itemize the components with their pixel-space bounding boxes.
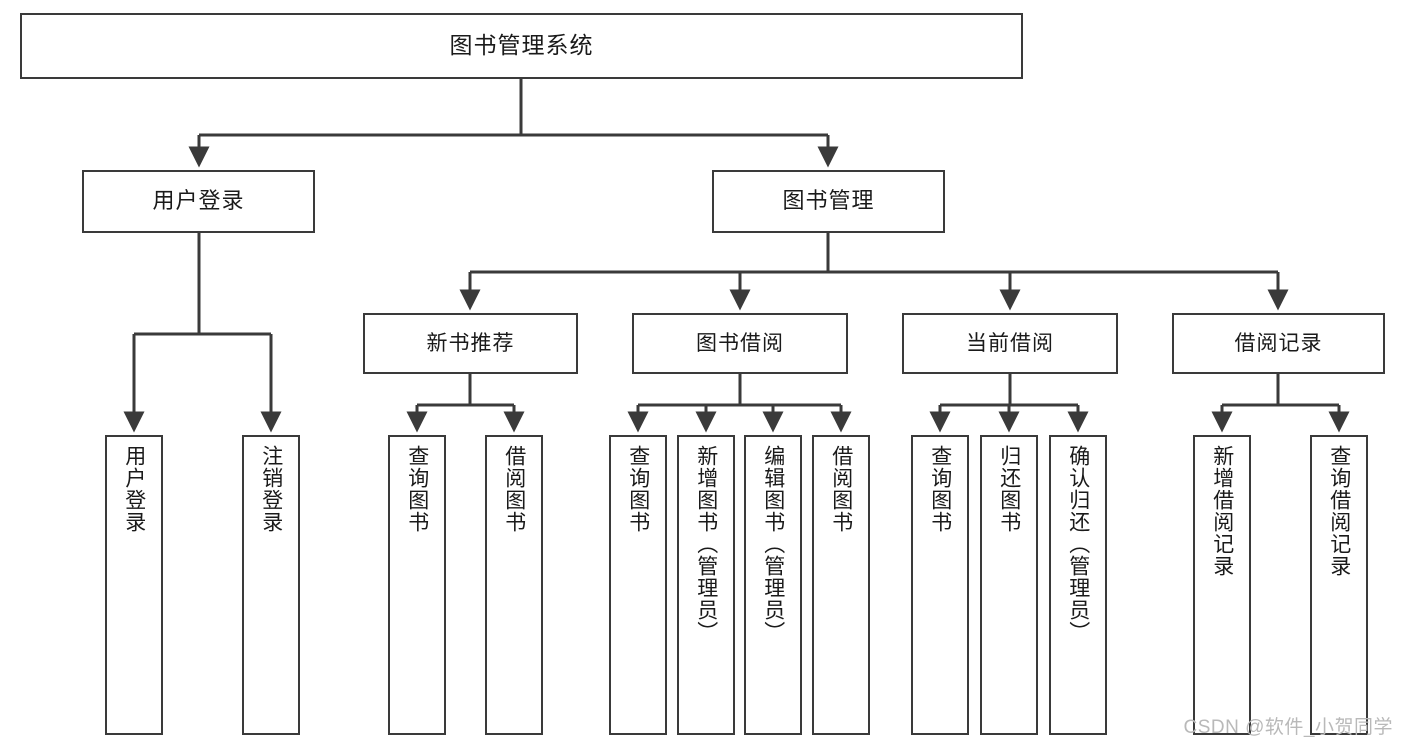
leaf-new-book-query[interactable]: 查询图书 <box>388 435 446 735</box>
node-root-system[interactable]: 图书管理系统 <box>20 13 1023 79</box>
node-root-label: 图书管理系统 <box>449 32 594 59</box>
node-borrow-record[interactable]: 借阅记录 <box>1172 313 1385 374</box>
leaf-book-borrow-add-label: 新增图书（管理员） <box>694 445 718 643</box>
leaf-book-borrow-edit-label: 编辑图书（管理员） <box>761 445 785 643</box>
node-book-borrow-label: 图书借阅 <box>696 331 784 355</box>
leaf-new-book-borrow-label: 借阅图书 <box>502 445 526 533</box>
leaf-borrow-record-add-label: 新增借阅记录 <box>1210 445 1234 577</box>
node-current-borrow-label: 当前借阅 <box>966 331 1054 355</box>
leaf-current-borrow-confirm-label: 确认归还（管理员） <box>1066 445 1090 643</box>
leaf-user-login-login[interactable]: 用户登录 <box>105 435 163 735</box>
leaf-book-borrow-query[interactable]: 查询图书 <box>609 435 667 735</box>
leaf-current-borrow-query[interactable]: 查询图书 <box>911 435 969 735</box>
node-new-book-recommend-label: 新书推荐 <box>426 331 515 355</box>
leaf-new-book-query-label: 查询图书 <box>405 445 429 533</box>
leaf-user-login-login-label: 用户登录 <box>122 445 146 533</box>
leaf-borrow-record-add[interactable]: 新增借阅记录 <box>1193 435 1251 735</box>
leaf-current-borrow-confirm[interactable]: 确认归还（管理员） <box>1049 435 1107 735</box>
leaf-borrow-record-query-label: 查询借阅记录 <box>1327 445 1351 577</box>
node-user-login[interactable]: 用户登录 <box>82 170 315 233</box>
node-book-borrow[interactable]: 图书借阅 <box>632 313 848 374</box>
leaf-user-login-logout-label: 注销登录 <box>259 445 283 533</box>
node-user-login-label: 用户登录 <box>152 188 245 214</box>
node-book-management-label: 图书管理 <box>782 188 875 214</box>
node-new-book-recommend[interactable]: 新书推荐 <box>363 313 578 374</box>
leaf-book-borrow-add[interactable]: 新增图书（管理员） <box>677 435 735 735</box>
node-borrow-record-label: 借阅记录 <box>1234 331 1323 355</box>
watermark-text: CSDN @软件_小贺同学 <box>1183 717 1393 738</box>
leaf-book-borrow-edit[interactable]: 编辑图书（管理员） <box>744 435 802 735</box>
leaf-borrow-record-query[interactable]: 查询借阅记录 <box>1310 435 1368 735</box>
leaf-current-borrow-return-label: 归还图书 <box>997 445 1021 533</box>
leaf-book-borrow-query-label: 查询图书 <box>626 445 650 533</box>
leaf-book-borrow-borrow-label: 借阅图书 <box>829 445 853 533</box>
leaf-user-login-logout[interactable]: 注销登录 <box>242 435 300 735</box>
leaf-book-borrow-borrow[interactable]: 借阅图书 <box>812 435 870 735</box>
node-book-management[interactable]: 图书管理 <box>712 170 945 233</box>
leaf-new-book-borrow[interactable]: 借阅图书 <box>485 435 543 735</box>
node-current-borrow[interactable]: 当前借阅 <box>902 313 1118 374</box>
leaf-current-borrow-return[interactable]: 归还图书 <box>980 435 1038 735</box>
leaf-current-borrow-query-label: 查询图书 <box>928 445 952 533</box>
